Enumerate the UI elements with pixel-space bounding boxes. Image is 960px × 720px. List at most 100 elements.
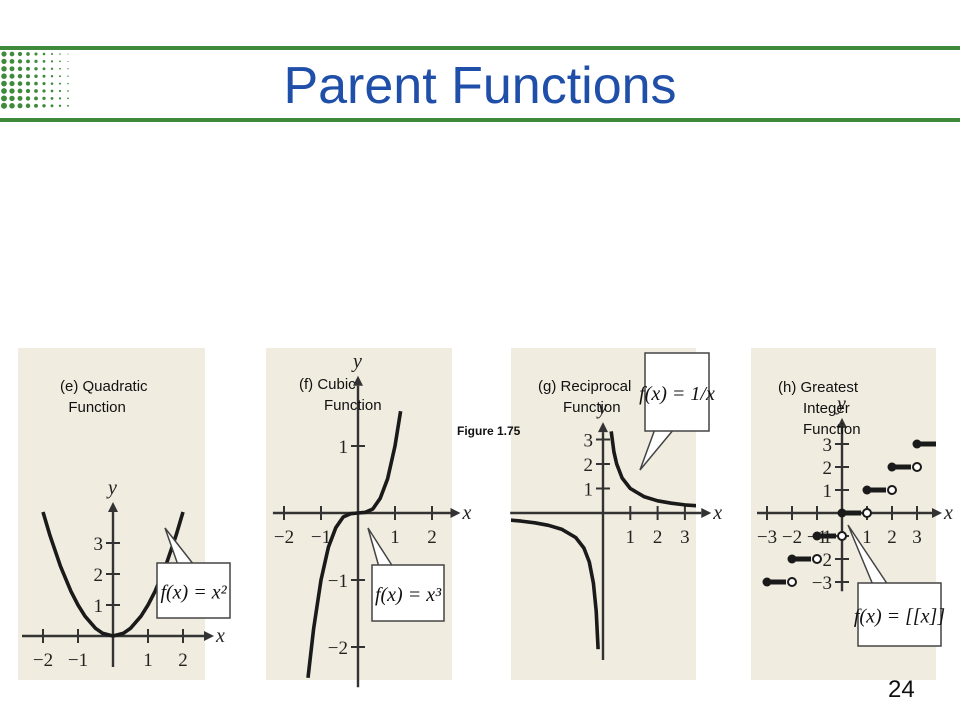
curve-series-1 xyxy=(511,518,600,650)
logo-dot xyxy=(1,58,7,65)
logo-dot xyxy=(1,95,7,102)
page-number: 24 xyxy=(888,676,915,703)
logo-dot xyxy=(67,104,69,107)
logo-dot xyxy=(17,103,23,109)
open-endpoint xyxy=(938,440,946,448)
x-tick-label: 1 xyxy=(626,527,636,548)
logo-dot xyxy=(1,80,7,87)
x-tick-label: 3 xyxy=(680,527,690,548)
logo-dot xyxy=(42,67,46,71)
logo-dot xyxy=(34,81,38,86)
logo-dot xyxy=(9,81,15,87)
logo-dot xyxy=(17,66,23,71)
logo-dot xyxy=(9,103,15,109)
logo-dot xyxy=(17,95,23,101)
open-endpoint xyxy=(787,577,797,587)
logo-dot xyxy=(17,88,23,94)
x-tick-label: 2 xyxy=(887,527,897,548)
logo-dot xyxy=(25,88,31,94)
logo-dot xyxy=(1,73,7,79)
open-endpoint xyxy=(887,485,897,495)
y-tick-label: 3 xyxy=(94,534,104,555)
logo-dot xyxy=(34,96,38,101)
logo-dot xyxy=(1,66,7,72)
x-axis-arrow xyxy=(204,631,214,641)
y-axis-arrow xyxy=(108,502,118,512)
x-tick-label: 1 xyxy=(390,527,400,548)
open-endpoint xyxy=(912,462,922,472)
logo-dot xyxy=(59,53,61,55)
bottom-rule xyxy=(0,118,960,122)
y-tick-label: 3 xyxy=(584,431,594,452)
logo-dot xyxy=(67,75,69,77)
logo-dot xyxy=(26,66,30,71)
x-tick-label: −2 xyxy=(33,650,53,671)
logo-dot xyxy=(50,82,54,85)
formula-callout xyxy=(857,582,942,647)
formula-text: f(x) = x² xyxy=(160,582,227,604)
x-tick-label: 2 xyxy=(178,650,188,671)
y-tick-label: 1 xyxy=(823,481,833,502)
logo-dot xyxy=(42,82,46,86)
x-axis-arrow xyxy=(701,508,712,518)
logo-dot xyxy=(50,60,54,63)
logo-dot xyxy=(42,74,46,78)
x-tick-label: 3 xyxy=(912,527,922,548)
x-axis-arrow xyxy=(932,508,942,518)
logo-dot xyxy=(42,89,46,93)
logo-dot xyxy=(1,88,7,94)
logo-dot xyxy=(59,67,61,70)
y-axis-arrow xyxy=(598,422,608,433)
logo-dot xyxy=(50,74,54,78)
x-axis-label: x xyxy=(215,625,225,647)
y-axis-arrow xyxy=(837,417,847,428)
logo-dot xyxy=(25,103,31,109)
panel-background xyxy=(18,348,205,680)
logo-dot xyxy=(58,82,62,85)
logo-dot xyxy=(26,52,30,56)
x-tick-label: −2 xyxy=(782,527,802,548)
closed-endpoint xyxy=(912,439,922,449)
logo-dot xyxy=(34,103,38,108)
y-tick-label: 2 xyxy=(823,458,833,479)
logo-dot xyxy=(34,89,38,93)
logo-dot xyxy=(50,67,54,70)
y-tick-label: −1 xyxy=(328,571,348,592)
y-tick-label: 3 xyxy=(823,435,833,456)
logo-dot xyxy=(67,97,69,100)
plot-area xyxy=(306,410,403,679)
logo-dot xyxy=(50,52,54,56)
logo-dot xyxy=(25,96,31,101)
open-endpoint xyxy=(837,531,847,541)
logo-dot xyxy=(17,73,23,79)
y-tick-label: −3 xyxy=(812,573,832,594)
logo-dot xyxy=(42,96,46,101)
logo-dot xyxy=(42,60,46,63)
x-tick-label: −2 xyxy=(274,527,294,548)
page-title: Parent Functions xyxy=(283,57,677,115)
logo-dot xyxy=(26,74,30,79)
closed-endpoint xyxy=(862,485,872,495)
logo-dot xyxy=(50,97,54,100)
curve-series-0 xyxy=(609,431,696,508)
figure-caption: Figure 1.75 xyxy=(457,424,521,438)
logo-dot xyxy=(0,102,8,109)
logo-dot xyxy=(17,81,23,86)
logo-dot xyxy=(9,66,15,72)
closed-endpoint xyxy=(812,531,822,541)
x-axis-label: x xyxy=(712,502,722,524)
logo-dot xyxy=(67,53,69,55)
formula-text: f(x) = [[x]] xyxy=(854,606,945,628)
logo-dot xyxy=(9,51,15,57)
x-tick-label: −1 xyxy=(68,650,88,671)
open-endpoint xyxy=(862,508,872,518)
logo-dot xyxy=(59,75,61,78)
x-tick-label: 1 xyxy=(862,527,872,548)
logo-dot xyxy=(26,59,30,64)
formula-text: f(x) = x³ xyxy=(375,584,442,606)
logo-dot xyxy=(9,88,15,94)
formula-callout xyxy=(371,564,445,622)
